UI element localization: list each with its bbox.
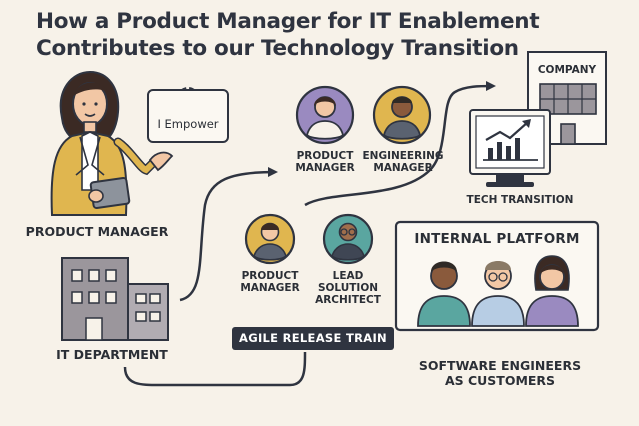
mid-pm-line2: MANAGER (240, 282, 300, 294)
top-product-manager-label: PRODUCT MANAGER (287, 150, 363, 174)
mid-lsa-line2: SOLUTION (317, 282, 379, 294)
top-pm-line2: MANAGER (295, 162, 355, 174)
internal-platform-screen (394, 220, 600, 332)
page-title: How a Product Manager for IT Enablement … (36, 8, 616, 62)
software-engineers-line1: SOFTWARE ENGINEERS (418, 358, 582, 373)
title-line-1: How a Product Manager for IT Enablement (36, 9, 540, 34)
chart-icon (483, 119, 538, 161)
mid-lsa-line1: LEAD (332, 270, 364, 282)
software-engineers-line2: AS CUSTOMERS (444, 373, 556, 388)
avatar-engineering-manager-top (372, 85, 432, 145)
mid-lsa-line3: ARCHITECT (315, 294, 381, 306)
top-eng-line1: ENGINEERING (362, 150, 444, 162)
mid-lead-solution-architect-label: LEAD SOLUTION ARCHITECT (310, 270, 386, 306)
tech-transition-label: TECH TRANSITION (466, 194, 574, 206)
avatar-product-manager-top (295, 85, 355, 145)
it-department-label: IT DEPARTMENT (56, 347, 168, 362)
connector-bottom-loop (123, 351, 307, 387)
top-pm-line1: PRODUCT (296, 150, 354, 162)
avatar-lead-solution-architect-mid (322, 213, 374, 265)
internal-platform-label: INTERNAL PLATFORM (414, 231, 580, 247)
company-label: COMPANY (537, 64, 597, 76)
avatar-product-manager-mid (244, 213, 296, 265)
top-eng-line2: MANAGER (373, 162, 433, 174)
product-manager-illustration (50, 70, 174, 216)
connector-roles-to-company (304, 81, 496, 207)
empower-label: I Empower (157, 117, 219, 131)
connector-it-to-roles (179, 167, 278, 302)
company-building-icon (527, 51, 607, 145)
mid-product-manager-label: PRODUCT MANAGER (230, 270, 310, 294)
agile-release-train-badge: AGILE RELEASE TRAIN (232, 327, 394, 350)
title-line-2: Contributes to our Technology Transition (36, 36, 519, 61)
it-building-icon (61, 257, 169, 341)
software-engineers-label: SOFTWARE ENGINEERS AS CUSTOMERS (400, 358, 600, 388)
product-manager-label: PRODUCT MANAGER (25, 224, 169, 239)
empower-box (147, 89, 229, 143)
mid-pm-line1: PRODUCT (241, 270, 299, 282)
top-engineering-manager-label: ENGINEERING MANAGER (360, 150, 446, 174)
